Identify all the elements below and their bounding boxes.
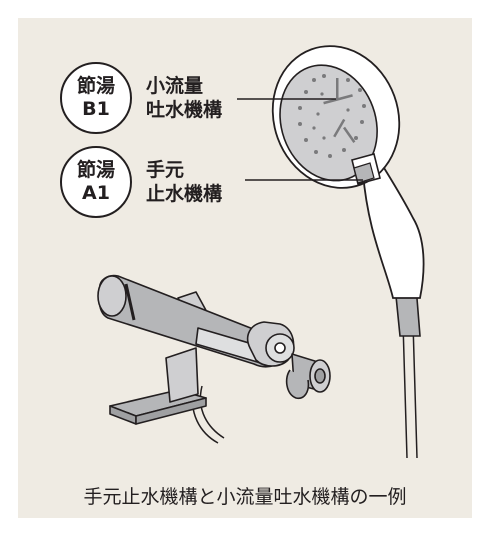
shower-illustration <box>97 45 425 459</box>
stop-button <box>351 153 381 185</box>
diagram-panel: 節湯 B1 小流量 吐水機構 節湯 A1 手元 止水機構 手元止水機構と小流量吐… <box>18 18 472 518</box>
badge-a1-line1: 節湯 <box>76 159 115 181</box>
faucet-body <box>97 274 331 425</box>
spray-nozzles <box>298 74 366 158</box>
label-low-flow-line1: 小流量 <box>146 75 204 97</box>
badge-b1: 節湯 B1 <box>60 62 132 134</box>
label-hand-stop-line2: 止水機構 <box>146 183 223 205</box>
shower-hose <box>402 322 418 459</box>
caption: 手元止水機構と小流量吐水機構の一例 <box>83 486 407 508</box>
badge-a1: 節湯 A1 <box>60 146 132 218</box>
label-low-flow-line2: 吐水機構 <box>146 99 223 121</box>
label-low-flow: 小流量 吐水機構 <box>146 74 222 122</box>
label-hand-stop: 手元 止水機構 <box>146 158 222 206</box>
label-hand-stop-line1: 手元 <box>146 159 185 181</box>
badge-a1-line2: A1 <box>82 182 110 204</box>
badge-b1-line1: 節湯 <box>76 75 115 97</box>
shower-head <box>271 45 401 189</box>
shower-handle <box>362 156 425 299</box>
badge-b1-line2: B1 <box>82 98 110 120</box>
